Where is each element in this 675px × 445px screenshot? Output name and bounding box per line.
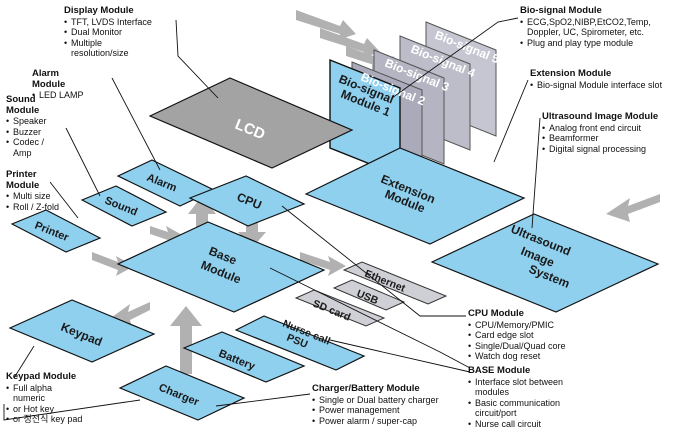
- annotation-display-item: TFT, LVDS Interface: [64, 17, 184, 28]
- annotation-ultrasound-item: Beamformer: [542, 133, 674, 144]
- annotation-display-item: Multiple resolution/size: [64, 38, 149, 59]
- nurse-call-plate: [234, 315, 366, 371]
- leader-alarm: [111, 77, 161, 171]
- arrow-base-ports: [300, 252, 346, 276]
- leader-charger: [215, 393, 311, 407]
- annotation-biosignal-title: Bio-signal Module: [520, 5, 602, 16]
- annotation-charger-item: Power management: [312, 405, 462, 416]
- leader-biosignal: [391, 17, 519, 99]
- sound-plate: [80, 185, 168, 227]
- lcd-plate: [148, 77, 354, 169]
- leader-ultrasound: [531, 117, 541, 229]
- annotation-biosignal-item: Plug and play type module: [520, 38, 672, 49]
- annotation-base-item: Basic communication circuit/port: [468, 398, 588, 419]
- extension-plate: [304, 147, 526, 245]
- leader-sound: [65, 127, 101, 197]
- annotation-biosignal: Bio-signal Module ECG,SpO2,NIBP,EtCO2,Te…: [520, 5, 672, 49]
- annotation-ultrasound-item: Digital signal processing: [542, 144, 674, 155]
- charger-plate: [118, 365, 246, 421]
- annotation-sound-item: Codec / Amp: [6, 137, 63, 158]
- biosignal-stack: [329, 21, 497, 178]
- annotation-extension-item: Bio-signal Module interface slot: [530, 80, 670, 91]
- annotation-cpu: CPU Module CPU/Memory/PMIC Card edge slo…: [468, 308, 588, 362]
- annotation-sound-item: Speaker: [6, 116, 70, 127]
- annotation-cpu-item: CPU/Memory/PMIC: [468, 320, 588, 331]
- annotation-cpu-item: Card edge slot: [468, 330, 588, 341]
- arrow-sound-base: [150, 226, 184, 246]
- annotation-charger-item: Power alarm / super-cap: [312, 416, 462, 427]
- annotation-ultrasound: Ultrasound Image Module Analog front end…: [542, 111, 674, 155]
- annotation-base-title: BASE Module: [468, 365, 531, 376]
- annotation-cpu-item: Single/Dual/Quad core: [468, 341, 588, 352]
- leader-base: [269, 267, 471, 369]
- leader-keypad: [13, 345, 35, 379]
- annotation-keypad-item: or 정전식 key pad: [6, 414, 85, 425]
- annotation-cpu-item: Watch dog reset: [468, 351, 588, 362]
- annotation-display-title: Display Module: [64, 5, 134, 16]
- leader-base-nurse: [329, 339, 471, 373]
- base-plate: [116, 221, 326, 313]
- annotation-ultrasound-title: Ultrasound Image Module: [542, 111, 659, 122]
- annotation-printer: Printer Module Multi size Roll / Z-fold: [6, 169, 76, 213]
- battery-plate: [182, 331, 306, 383]
- annotation-alarm-title: Alarm Module: [32, 68, 66, 90]
- annotation-display: Display Module TFT, LVDS Interface Dual …: [64, 5, 184, 59]
- annotation-cpu-title: CPU Module: [468, 308, 524, 319]
- annotation-sound: Sound Module Speaker Buzzer Codec / Amp: [6, 94, 70, 158]
- annotation-sound-item: Buzzer: [6, 127, 70, 138]
- annotation-printer-title: Printer Module: [6, 169, 40, 191]
- keypad-plate: [8, 299, 156, 363]
- annotation-biosignal-item: ECG,SpO2,NIBP,EtCO2,Temp, Doppler, UC, S…: [520, 17, 672, 38]
- annotation-base: BASE Module Interface slot between modul…: [468, 365, 588, 430]
- printer-plate: [10, 209, 102, 253]
- leader-extension: [493, 79, 529, 163]
- annotation-keypad-title: Keypad Module: [6, 371, 77, 382]
- leader-keypad-charger: [3, 399, 141, 421]
- sd-card-plate: [294, 289, 386, 327]
- usb-plate: [332, 279, 406, 311]
- arrow-biosignal-2: [320, 28, 380, 58]
- annotation-alarm: Alarm Module LED LAMP: [32, 68, 92, 101]
- annotation-keypad: Keypad Module Full alpha numeric or Hot …: [6, 371, 86, 425]
- annotation-alarm-item: LED LAMP: [32, 90, 92, 101]
- annotation-display-item: Dual Monitor: [64, 27, 184, 38]
- leader-cpu: [281, 205, 466, 317]
- annotation-charger: Charger/Battery Module Single or Dual ba…: [312, 383, 462, 427]
- annotation-printer-item: Multi size: [6, 191, 76, 202]
- annotation-base-item: Interface slot between modules: [468, 377, 588, 398]
- annotation-printer-item: Roll / Z-fold: [6, 202, 76, 213]
- arrow-ultrasound-in: [606, 194, 660, 222]
- annotation-ultrasound-item: Analog front end circuit: [542, 123, 674, 134]
- arrow-biosignal-1: [296, 10, 356, 40]
- annotation-base-item: Nurse call circuit: [468, 419, 588, 430]
- leader-lines: [3, 17, 541, 421]
- cpu-plate: [188, 175, 306, 227]
- annotation-extension: Extension Module Bio-signal Module inter…: [530, 68, 670, 91]
- annotation-sound-title: Sound Module: [6, 94, 40, 116]
- annotation-extension-title: Extension Module: [530, 68, 612, 79]
- annotation-charger-item: Single or Dual battery charger: [312, 395, 439, 406]
- annotation-keypad-item: or Hot key: [6, 404, 86, 415]
- arrow-charger-base: [170, 306, 202, 374]
- arrow-printer-base: [92, 252, 134, 276]
- ultrasound-plate: [430, 213, 660, 313]
- annotation-keypad-item: Full alpha numeric: [6, 383, 73, 404]
- annotation-charger-title: Charger/Battery Module: [312, 383, 420, 394]
